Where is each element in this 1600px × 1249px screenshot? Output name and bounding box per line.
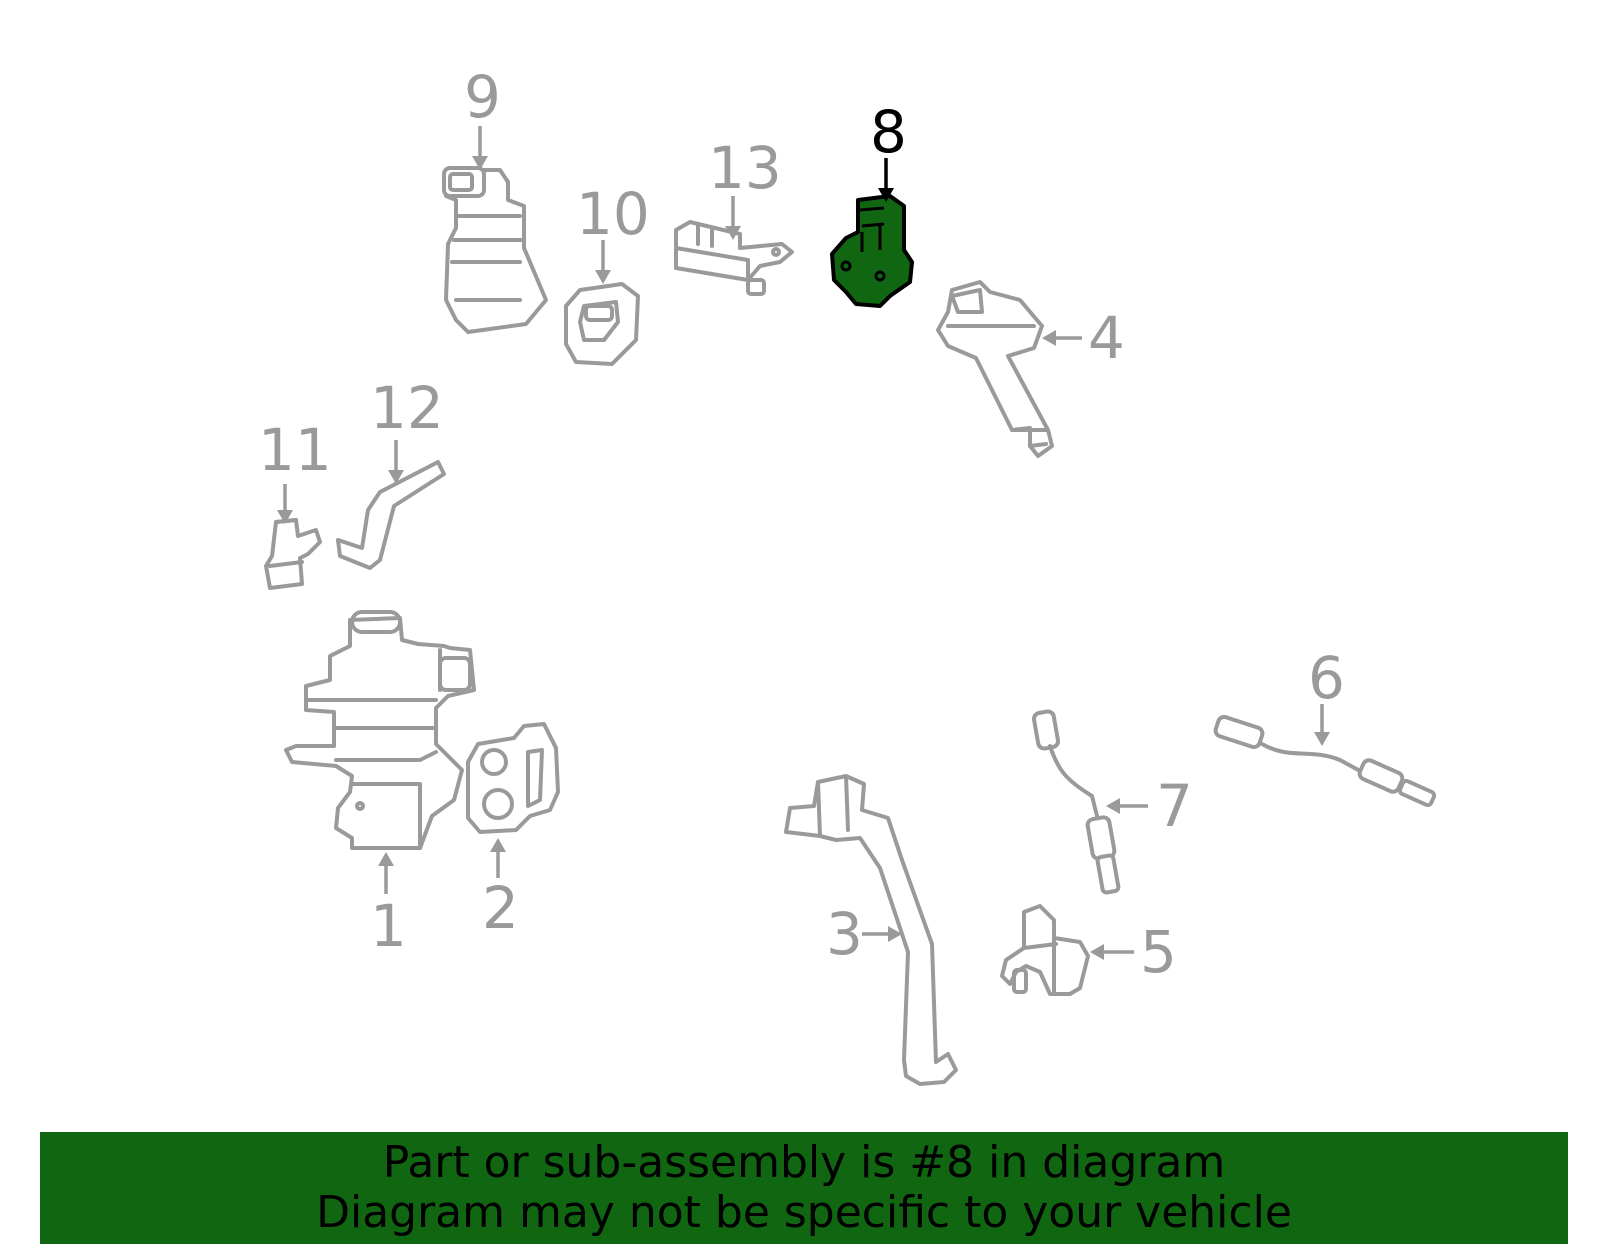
callout-9: 9 (464, 63, 501, 131)
arrow-11 (277, 484, 293, 524)
arrow-1 (378, 852, 394, 894)
arrow-5 (1090, 944, 1134, 960)
part-2-gasket[interactable] (466, 722, 560, 834)
part-13-sensor[interactable] (674, 220, 794, 296)
part-6-oxygen-sensor[interactable] (1213, 714, 1437, 808)
arrow-13 (725, 196, 741, 240)
part-5-vsv[interactable] (1000, 904, 1090, 996)
callout-1: 1 (370, 892, 407, 960)
arrow-10 (595, 240, 611, 284)
callout-8: 8 (870, 98, 907, 166)
arrow-6 (1314, 704, 1330, 746)
part-10-gasket[interactable] (564, 282, 640, 366)
part-7-oxygen-sensor[interactable] (1031, 709, 1121, 895)
arrow-8 (878, 158, 894, 202)
part-12-hose[interactable] (336, 460, 446, 570)
arrow-9 (472, 126, 488, 170)
banner-line-1: Part or sub-assembly is #8 in diagram (382, 1137, 1226, 1188)
part-11-fitting[interactable] (264, 518, 322, 590)
callout-13: 13 (708, 134, 782, 202)
part-3-pipe[interactable] (784, 774, 958, 1086)
callout-12: 12 (370, 374, 444, 442)
banner-line-2: Diagram may not be specific to your vehi… (316, 1187, 1292, 1238)
callout-11: 11 (258, 416, 332, 484)
callout-7: 7 (1156, 772, 1193, 840)
arrow-2 (490, 838, 506, 878)
callout-2: 2 (482, 874, 519, 942)
arrow-12 (388, 440, 404, 484)
callout-5: 5 (1140, 918, 1177, 986)
callout-3: 3 (826, 900, 863, 968)
callout-4: 4 (1088, 304, 1125, 372)
part-1-valve-assembly[interactable] (284, 610, 476, 850)
part-4-actuator[interactable] (936, 280, 1054, 458)
part-8-highlighted[interactable] (830, 194, 914, 308)
callout-10: 10 (576, 180, 650, 248)
arrow-3 (862, 926, 902, 942)
callout-6: 6 (1308, 644, 1345, 712)
arrow-4 (1042, 330, 1082, 346)
info-banner: Part or sub-assembly is #8 in diagram Di… (40, 1132, 1568, 1244)
arrow-7 (1106, 798, 1148, 814)
part-9-egr-valve[interactable] (442, 166, 548, 334)
